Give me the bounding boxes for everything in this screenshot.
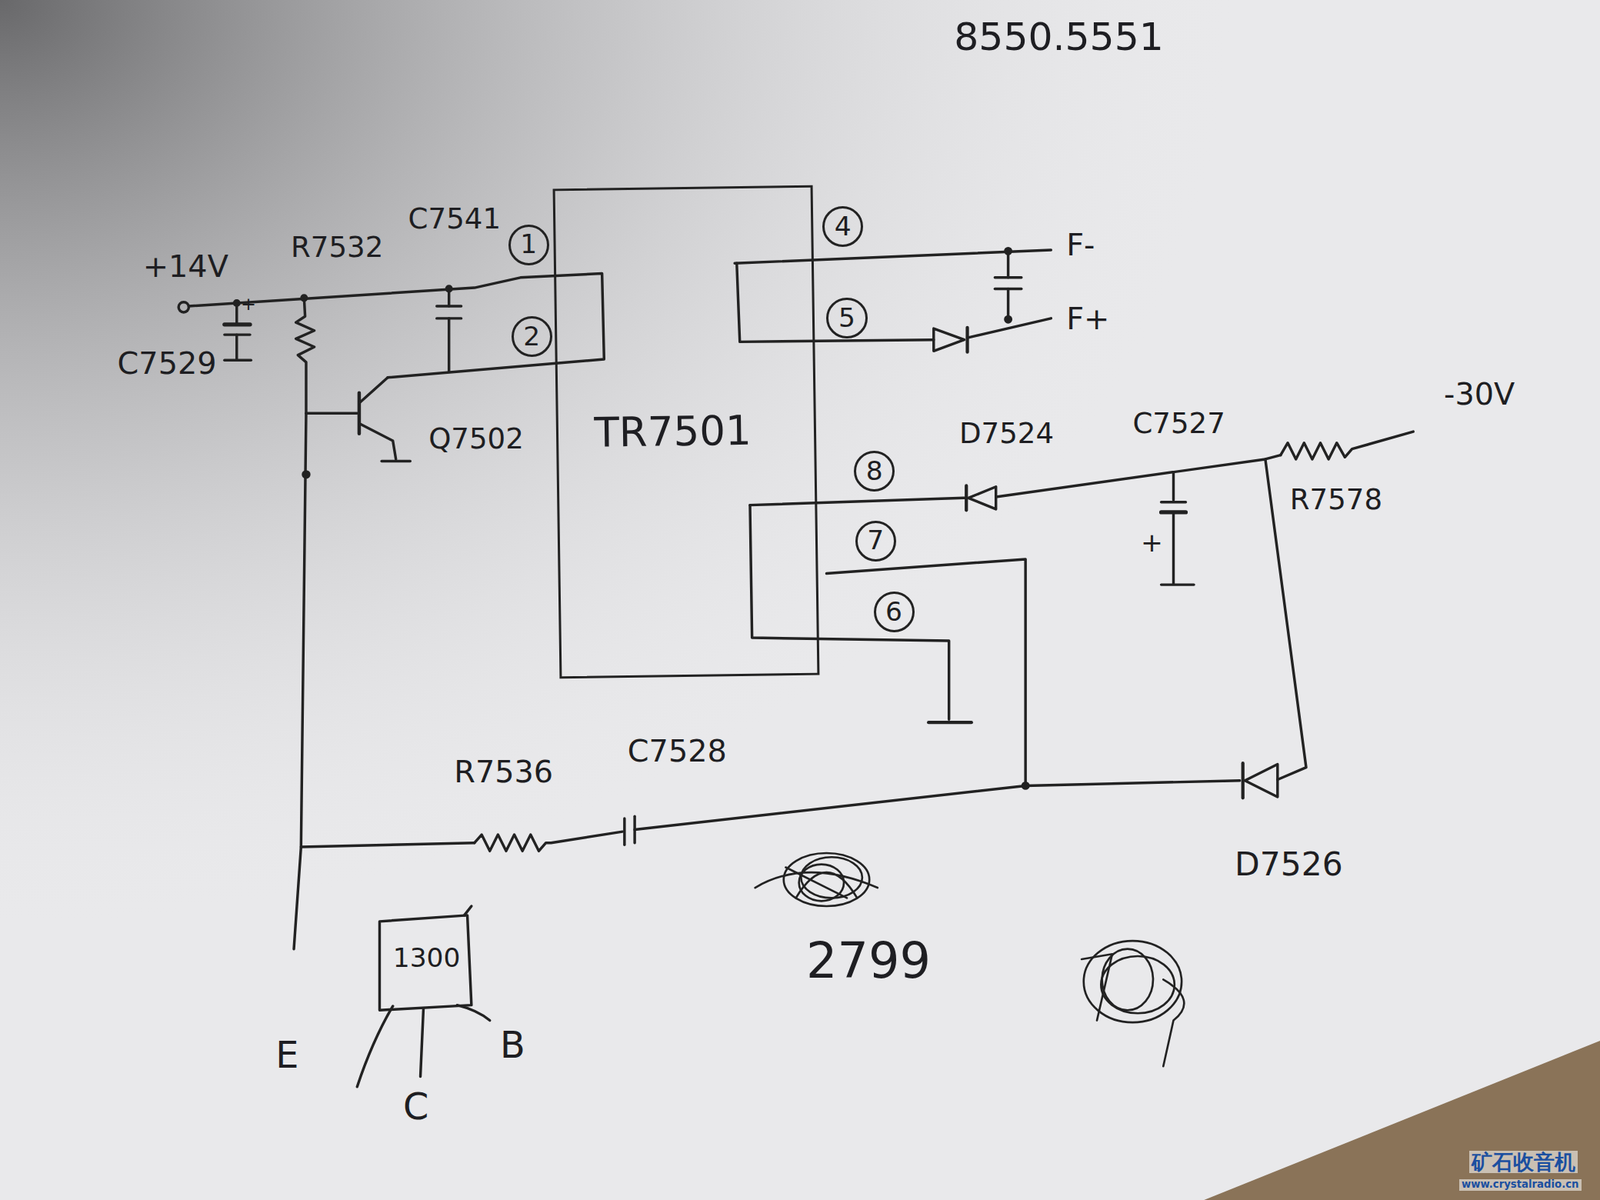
diode-symbol [1244,764,1277,797]
wire [306,412,357,415]
part-name: R7578 [1290,484,1383,517]
ground-symbol [381,460,410,463]
pin-number: 5 [826,297,867,339]
transistor-symbol [357,393,362,434]
wire [1172,512,1175,584]
wire [634,780,1240,830]
pin-number: 2 [511,316,553,357]
capacitor-symbol [436,304,462,307]
pin-number: 5 [838,303,856,334]
resistor-symbol [1280,431,1414,460]
part-name: C7527 [1132,408,1225,440]
wire [736,263,934,342]
transformer-box: TR7501 [553,184,820,678]
pin-number: 7 [855,520,897,562]
transistor-leg [356,1006,393,1087]
transistor-symbol [359,377,388,404]
part-name: D7524 [959,418,1054,450]
pin-name: E [275,1035,299,1077]
pin-name: B [500,1025,526,1067]
voltage-label: +14V [143,250,229,284]
signal-name: F+ [1066,302,1110,337]
transistor-sketch [464,906,472,916]
part-name: TR7501 [593,408,752,456]
wires [178,248,1414,1087]
diode-symbol [933,328,965,351]
polarity-mark: + [1140,528,1164,558]
ground-symbol [224,359,251,362]
part-name: R7532 [290,232,384,264]
capacitor-symbol [224,322,250,327]
part-name: R7536 [453,755,554,790]
scribble [755,853,1185,1067]
ground-symbol [928,720,972,724]
note: 2799 [806,933,931,988]
pin-name: C [403,1086,429,1128]
pin-number: 6 [885,597,903,627]
junction-dot [233,300,240,307]
wire [996,455,1281,497]
wire [235,334,238,360]
capacitor-symbol [1161,500,1187,504]
part-name: D7526 [1234,846,1344,884]
note: 8550.5551 [953,15,1164,58]
pin-number: 1 [508,224,550,266]
part-name: C7541 [408,203,501,236]
pin-number: 7 [866,526,884,556]
diode-symbol [968,486,997,510]
wire [826,559,1026,786]
pin-number: 2 [523,322,540,352]
part-marking: 1300 [393,943,461,974]
watermark: 矿石收音机 [1469,1150,1578,1174]
pin-number: 8 [866,456,884,487]
wire [447,318,450,372]
junction-dot [301,295,307,301]
pin-number: 4 [822,206,864,247]
part-name: C7529 [117,346,217,381]
wire [1006,288,1010,320]
junction-dot [1022,783,1028,789]
part-name: C7528 [627,734,727,769]
wire [1172,472,1175,500]
wire [750,505,950,720]
junction-dot [303,471,310,478]
wire [734,250,1051,264]
wire [750,497,965,505]
polarity-mark: + [240,293,257,314]
junction-dot [1005,316,1011,322]
signal-name: F- [1066,228,1095,263]
capacitor-symbol [623,818,626,845]
terminal [178,302,189,313]
resistor-symbol [293,297,315,949]
transistor-sketch [379,915,471,1010]
wood-table [1203,1040,1600,1200]
part-name: Q7502 [428,423,524,456]
wire [188,273,604,378]
wire [300,843,475,847]
pin-number: 1 [520,230,537,260]
junction-dot [1005,248,1011,254]
junction-dot [446,286,452,292]
pin-number: 8 [853,450,895,492]
capacitor-symbol [994,276,1021,279]
pin-number: 4 [834,212,852,242]
pin-number: 6 [873,591,915,633]
transistor-symbol [359,423,397,460]
voltage-label: -30V [1443,377,1515,412]
transistor-leg [456,1005,490,1021]
ground-symbol [1161,583,1194,586]
resistor-symbol [474,831,623,851]
watermark: www.crystalradio.cn [1459,1179,1582,1191]
diode-symbol [965,327,969,353]
transistor-leg [420,1008,424,1077]
